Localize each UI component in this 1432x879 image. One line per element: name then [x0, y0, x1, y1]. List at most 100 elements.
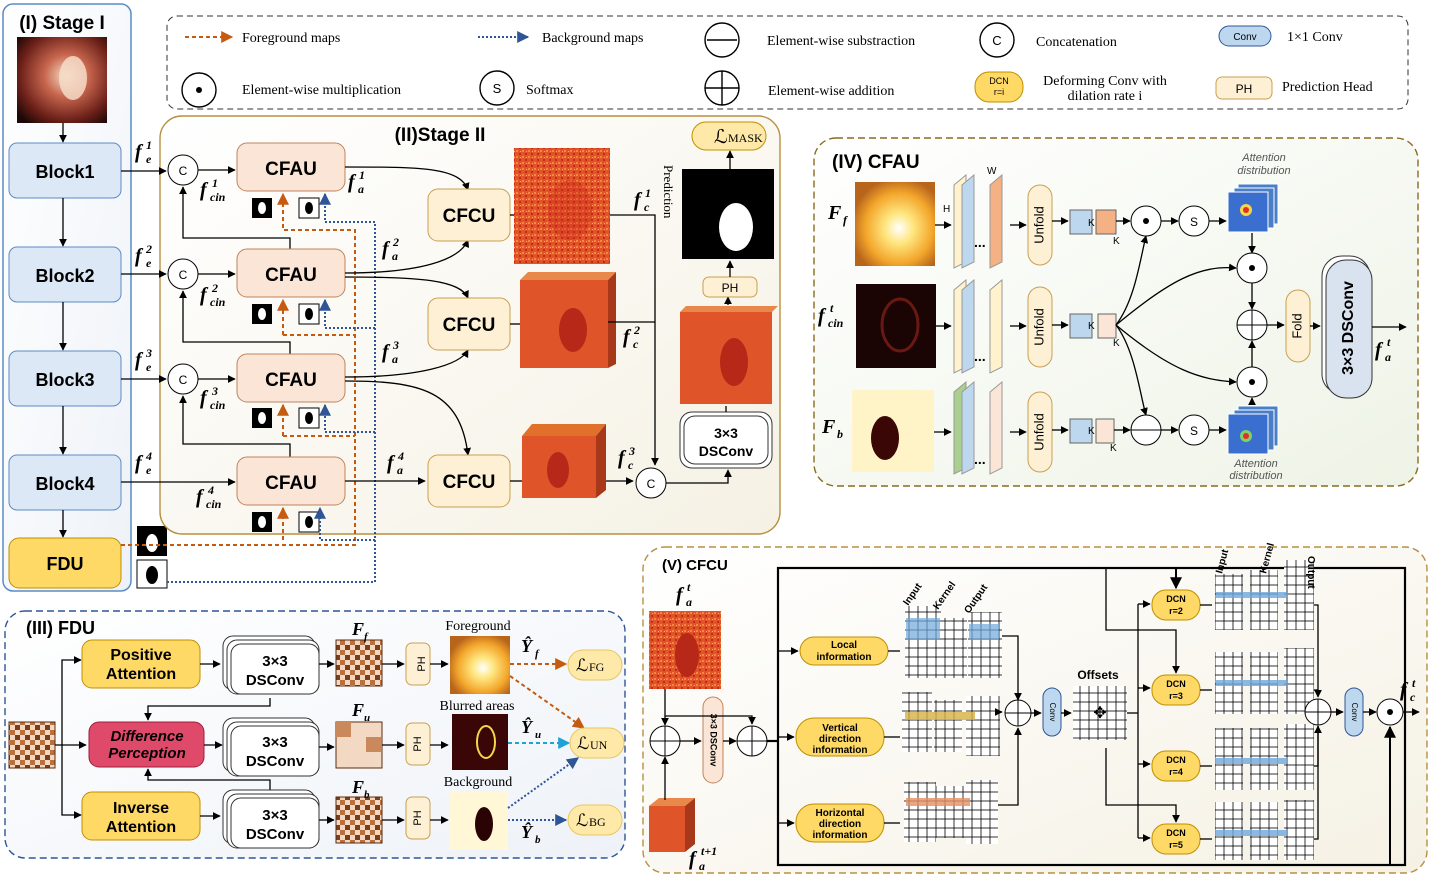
cfcu-conv-1 — [1042, 687, 1062, 737]
svg-text:ℒ: ℒ — [576, 656, 588, 675]
svg-text:r=2: r=2 — [1169, 606, 1183, 616]
svg-text:a: a — [686, 595, 692, 609]
legend-fg: Foreground maps — [242, 31, 340, 46]
svg-text:Inverse: Inverse — [113, 800, 169, 817]
svg-text:K: K — [1113, 236, 1120, 247]
legend-ph: Prediction Head — [1282, 80, 1373, 95]
svg-text:Conv: Conv — [1233, 32, 1256, 43]
svg-text:u: u — [535, 729, 541, 741]
svg-text:DSConv: DSConv — [246, 753, 305, 770]
svg-text:MASK: MASK — [728, 131, 763, 145]
svg-text:f: f — [200, 284, 209, 306]
svg-text:information: information — [813, 830, 868, 841]
svg-text:C: C — [647, 477, 656, 491]
svg-text:Unfold: Unfold — [1031, 413, 1046, 451]
prediction-label: Prediction — [661, 165, 676, 219]
svg-text:direction: direction — [819, 734, 861, 745]
fa-t1 — [649, 806, 685, 852]
offsets-label: Offsets — [1077, 668, 1119, 682]
svg-text:e: e — [146, 360, 152, 374]
unfold-1 — [1027, 184, 1053, 266]
svg-text:FG: FG — [589, 660, 605, 674]
svg-text:3×3: 3×3 — [262, 734, 287, 751]
svg-text:...: ... — [974, 348, 986, 364]
svg-text:Attention: Attention — [106, 819, 176, 836]
attention-maps — [1227, 183, 1279, 455]
conv-grids-right — [1215, 560, 1314, 860]
svg-text:3: 3 — [211, 384, 218, 398]
svg-text:3×3 DSConv: 3×3 DSConv — [1340, 281, 1357, 375]
conv-badge — [1218, 25, 1272, 47]
svg-text:f: f — [618, 447, 627, 469]
dcn-badge — [974, 71, 1024, 103]
svg-text:Ŷ: Ŷ — [521, 821, 534, 842]
svg-text:f: f — [676, 584, 685, 606]
svg-text:...: ... — [974, 451, 986, 467]
svg-text:DCN: DCN — [1166, 755, 1186, 765]
svg-text:f: f — [535, 648, 540, 660]
svg-text:DCN: DCN — [1166, 679, 1186, 689]
svg-text:Difference: Difference — [110, 728, 183, 745]
svg-text:FDU: FDU — [47, 554, 84, 574]
feature-ff — [335, 639, 383, 687]
svg-text:r=4: r=4 — [1169, 767, 1183, 777]
svg-text:Attention: Attention — [106, 666, 176, 683]
svg-text:Ŷ: Ŷ — [521, 716, 534, 737]
svg-text:K: K — [1110, 443, 1117, 454]
svg-text:r=3: r=3 — [1169, 691, 1183, 701]
svg-text:2: 2 — [211, 281, 218, 295]
svg-text:ℒ: ℒ — [576, 811, 588, 830]
svg-text:Conv: Conv — [1048, 703, 1057, 722]
svg-text:b: b — [837, 427, 843, 441]
stage-1-title: (I) Stage I — [19, 13, 105, 34]
svg-text:F: F — [351, 777, 364, 797]
legend-sub: Element-wise substraction — [767, 34, 915, 49]
legend-dcn-1: Deforming Conv with — [1043, 74, 1167, 89]
svg-text:b: b — [535, 834, 541, 846]
svg-text:CFAU: CFAU — [265, 265, 317, 286]
svg-text:cin: cin — [210, 295, 226, 309]
svg-text:t+1: t+1 — [701, 844, 717, 858]
svg-text:DSConv: DSConv — [246, 672, 305, 689]
svg-text:t: t — [830, 301, 834, 315]
svg-text:2: 2 — [633, 323, 640, 337]
svg-text:r=i: r=i — [994, 87, 1004, 97]
svg-text:c: c — [644, 200, 650, 214]
stage-5-title: (V) CFCU — [662, 557, 728, 574]
loss-fg — [567, 649, 623, 681]
svg-text:3: 3 — [392, 338, 399, 352]
legend: Foreground maps Background maps Element-… — [166, 15, 1409, 110]
svg-text:UN: UN — [590, 738, 608, 752]
stage-3-title: (III) FDU — [26, 618, 95, 638]
svg-text:cin: cin — [210, 398, 226, 412]
loss-mask — [691, 121, 767, 151]
kernel-patches — [1069, 209, 1117, 444]
fdu-input — [8, 721, 56, 769]
svg-text:1: 1 — [359, 168, 365, 182]
svg-text:cin: cin — [828, 316, 844, 330]
svg-text:Attention: Attention — [1241, 152, 1285, 164]
svg-text:a: a — [1385, 350, 1391, 364]
svg-text:S: S — [1190, 215, 1198, 229]
svg-text:information: information — [817, 652, 872, 663]
svg-text:Fold: Fold — [1289, 313, 1304, 338]
ff-map — [855, 182, 935, 266]
svg-text:c: c — [628, 458, 634, 472]
svg-text:Unfold: Unfold — [1031, 308, 1046, 346]
svg-text:K: K — [1088, 321, 1095, 332]
svg-text:a: a — [358, 182, 364, 196]
svg-text:PH: PH — [412, 736, 424, 751]
svg-text:direction: direction — [819, 819, 861, 830]
legend-conv: 1×1 Conv — [1287, 30, 1343, 45]
svg-text:f: f — [382, 238, 391, 260]
svg-text:t: t — [1412, 676, 1416, 690]
svg-text:W: W — [987, 166, 997, 177]
unfold-2 — [1027, 286, 1053, 368]
svg-text:a: a — [699, 859, 705, 873]
svg-text:cin: cin — [206, 497, 222, 511]
svg-text:f: f — [135, 245, 144, 267]
ph-badge — [1215, 76, 1273, 100]
svg-text:DCN: DCN — [1166, 594, 1186, 604]
cfcu-blocks: CFCU CFCU CFCU — [427, 188, 511, 508]
svg-text:f: f — [843, 213, 848, 227]
